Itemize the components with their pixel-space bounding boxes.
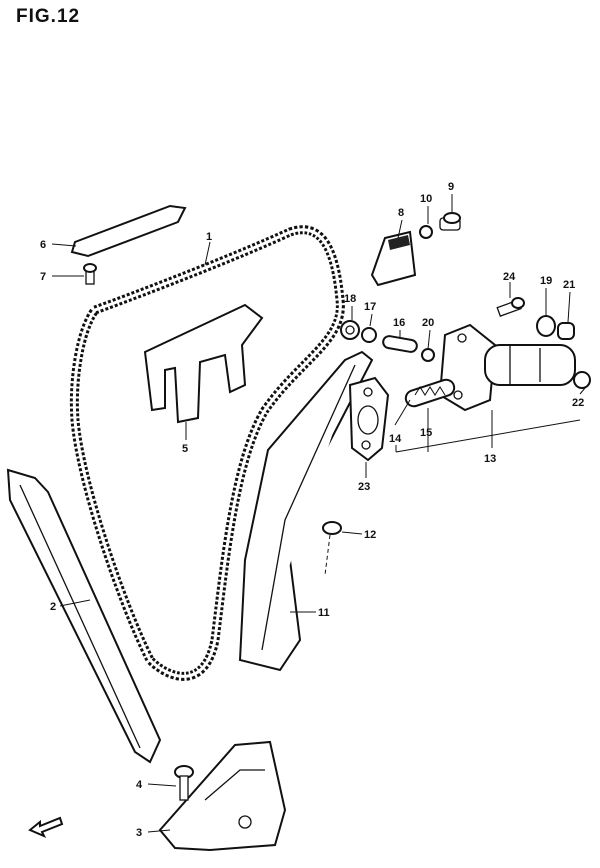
chain-guide-upper: [143, 303, 264, 424]
callout-17: 17: [364, 301, 376, 313]
callout-15: 15: [420, 427, 432, 439]
callout-4: 4: [136, 779, 143, 791]
callout-5: 5: [182, 443, 188, 455]
washer-17: [361, 327, 377, 343]
gasket-23: [348, 376, 390, 462]
callout-3: 3: [136, 827, 142, 839]
bolt-9: [439, 212, 461, 231]
guide-plate: [70, 204, 187, 258]
screw-7: [83, 263, 97, 285]
callout-labels: 1 2 3 4 5 6 7 8 9 10 11 12 13 14 15 16 1…: [40, 181, 584, 839]
collar-18: [340, 320, 360, 340]
chain-guide-left: [6, 468, 162, 764]
cap-21: [557, 322, 575, 340]
o-ring-19: [536, 315, 556, 337]
callout-2: 2: [50, 601, 56, 613]
callout-18: 18: [344, 293, 356, 305]
leader-lines: [51, 194, 586, 833]
callout-9: 9: [448, 181, 454, 193]
callout-16: 16: [393, 317, 405, 329]
callout-24: 24: [503, 271, 516, 283]
tensioner-cap: [370, 230, 417, 287]
callout-11: 11: [318, 607, 330, 619]
callout-14: 14: [389, 433, 402, 445]
callout-8: 8: [398, 207, 404, 219]
callout-10: 10: [420, 193, 432, 205]
guide-bracket: [158, 740, 287, 852]
bolt-12: [322, 521, 342, 576]
callout-6: 6: [40, 239, 46, 251]
callout-21: 21: [563, 279, 575, 291]
callout-19: 19: [540, 275, 552, 287]
ring-20: [421, 348, 435, 362]
bolt-24: [496, 297, 525, 317]
timing-chain: [69, 225, 345, 681]
washer-10: [419, 225, 433, 239]
front-arrow-icon: [28, 816, 64, 838]
callout-22: 22: [572, 397, 584, 409]
pushrod: [404, 378, 456, 408]
pin-16: [382, 335, 418, 353]
callout-7: 7: [40, 271, 46, 283]
bolt-4: [174, 765, 194, 801]
chain-tensioner-guide: [238, 350, 374, 672]
figure-title: FIG.12: [16, 6, 81, 27]
callout-13: 13: [484, 453, 496, 465]
callout-20: 20: [422, 317, 434, 329]
callout-12: 12: [364, 529, 376, 541]
callout-1: 1: [206, 231, 212, 243]
callout-23: 23: [358, 481, 370, 493]
